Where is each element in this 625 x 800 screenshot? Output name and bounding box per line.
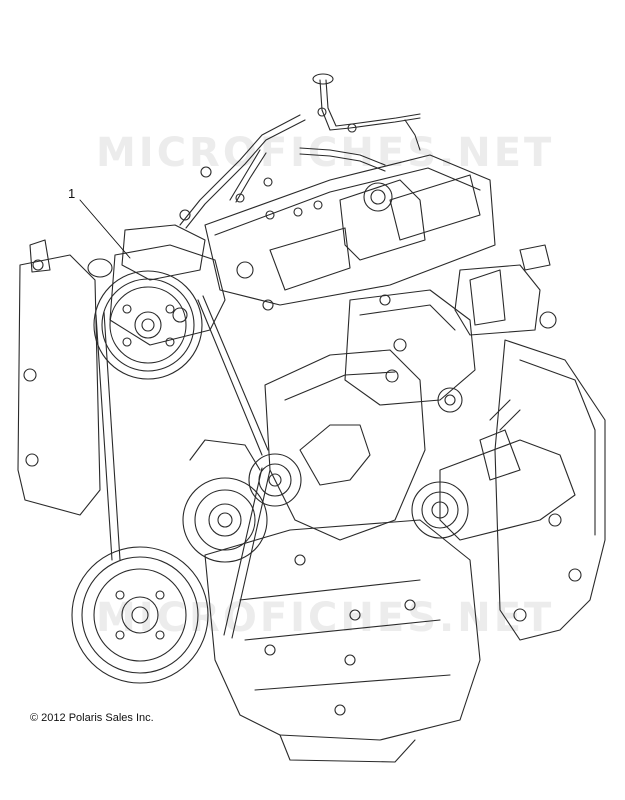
fuel-lines (179, 73, 421, 229)
valve-cover (204, 154, 496, 311)
fan-pulley (93, 270, 203, 380)
idler-pulley (182, 439, 268, 563)
crank-pulley (71, 546, 209, 684)
end-plate (17, 239, 101, 516)
engine-mount-bracket (454, 244, 557, 336)
callout-label-1[interactable]: 1 (68, 186, 76, 201)
intake-manifold (344, 289, 476, 413)
copyright-text: © 2012 Polaris Sales Inc. (30, 712, 154, 724)
drive-belt (95, 295, 271, 639)
alternator (248, 349, 426, 541)
callout-leader-line (79, 199, 131, 259)
engine-block (204, 519, 481, 763)
watermark-top: MICROFICHES.NET (96, 130, 555, 176)
starter-motor (411, 399, 576, 541)
injection-pump (87, 224, 254, 346)
flywheel-housing (494, 339, 606, 641)
